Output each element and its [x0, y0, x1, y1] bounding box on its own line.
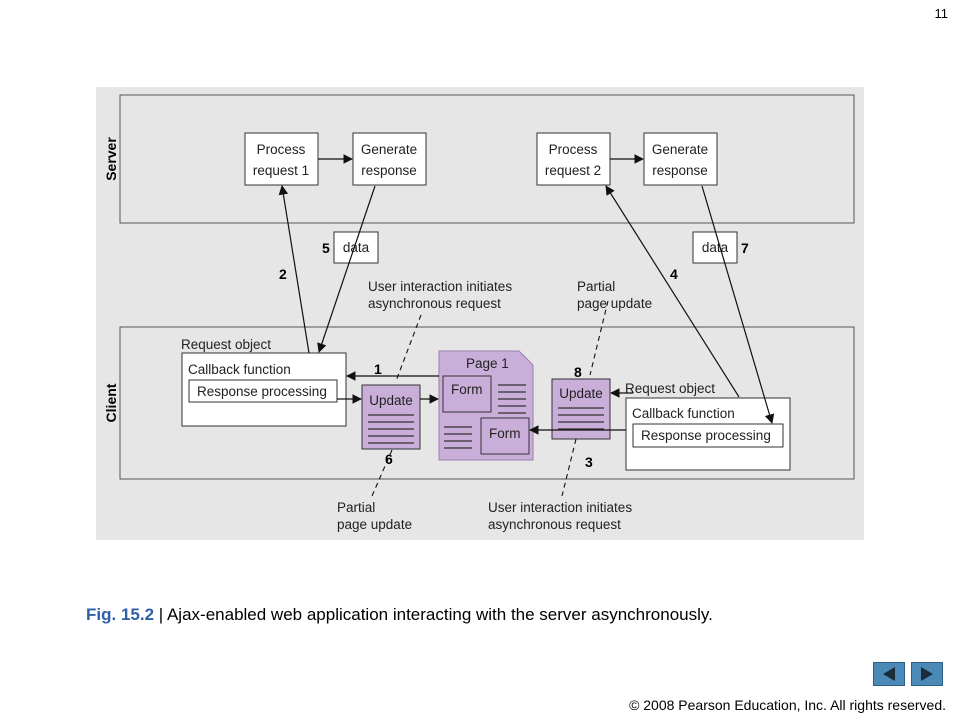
arrow-4-request-to-process2: [605, 185, 740, 398]
process-request-2-line1: Process: [549, 142, 598, 157]
annotation-top-left-line1: User interaction initiates: [368, 279, 512, 294]
caption-text: Ajax-enabled web application interacting…: [166, 605, 713, 624]
data-box-left-label: data: [343, 240, 370, 255]
step-1-number: 1: [374, 361, 382, 377]
triangle-right-icon: [921, 667, 933, 681]
annotation-top-right-line2: page update: [577, 296, 652, 311]
response-processing-2-label: Response processing: [641, 428, 771, 443]
process-request-1-line2: request 1: [253, 163, 309, 178]
generate-response-2-line1: Generate: [652, 142, 708, 157]
previous-slide-button[interactable]: [873, 662, 905, 686]
response-processing-1-label: Response processing: [197, 384, 327, 399]
step-8-number: 8: [574, 364, 582, 380]
arrow-2-request-to-process1: [278, 185, 310, 354]
data-box-left: [333, 231, 379, 264]
slide-number: 11: [934, 6, 949, 21]
form-top-box: [442, 375, 492, 413]
data-box-right-label: data: [702, 240, 729, 255]
triangle-left-icon: [883, 667, 895, 681]
figure-number: Fig. 15.2: [86, 605, 155, 624]
step-3-number: 3: [585, 454, 593, 470]
update-right-label: Update: [559, 386, 603, 401]
step-4-number: 4: [670, 266, 678, 282]
leader-bottom-right: [561, 438, 577, 497]
next-slide-button[interactable]: [911, 662, 943, 686]
annotation-bottom-left-line2: page update: [337, 517, 412, 532]
step-7-number: 7: [741, 240, 749, 256]
update-left-lines: [368, 414, 414, 444]
process-request-1-box: [244, 132, 319, 186]
update-left-label: Update: [369, 393, 413, 408]
generate-response-1-box: [352, 132, 427, 186]
page-1-label: Page 1: [466, 356, 509, 371]
caption-separator: |: [154, 605, 167, 624]
generate-response-2-line2: response: [652, 163, 708, 178]
ajax-diagram: Server Client Process request 1 Generate…: [96, 87, 864, 540]
form-bottom-box: [480, 417, 530, 455]
annotation-bottom-right-line2: asynchronous request: [488, 517, 621, 532]
update-right-lines: [558, 407, 604, 430]
step-6-number: 6: [385, 451, 393, 467]
leader-top-left: [395, 314, 422, 382]
generate-response-2-box: [643, 132, 718, 186]
figure-caption: Fig. 15.2 | Ajax-enabled web application…: [86, 605, 946, 625]
callback-function-1-label: Callback function: [188, 362, 291, 377]
process-request-1-line1: Process: [257, 142, 306, 157]
step-5-number: 5: [322, 240, 330, 256]
arrow-7-generate2-to-response: [701, 185, 775, 424]
form-top-label: Form: [451, 382, 483, 397]
response-processing-2-box: [632, 423, 784, 448]
step-2-number: 2: [279, 266, 287, 282]
response-processing-1-box: [188, 379, 338, 403]
annotation-top-left-line2: asynchronous request: [368, 296, 501, 311]
annotation-bottom-left-line1: Partial: [337, 500, 375, 515]
process-request-2-line2: request 2: [545, 163, 601, 178]
form-bottom-label: Form: [489, 426, 521, 441]
server-label: Server: [103, 137, 119, 181]
copyright-notice: © 2008 Pearson Education, Inc. All right…: [629, 697, 946, 713]
annotation-bottom-right-line1: User interaction initiates: [488, 500, 632, 515]
callback-function-2-label: Callback function: [632, 406, 735, 421]
annotation-top-right-line1: Partial: [577, 279, 615, 294]
request-object-2-label: Request object: [625, 381, 715, 396]
server-region: [119, 94, 855, 224]
update-left-box: [361, 384, 421, 450]
page-1-lines: [444, 384, 526, 449]
client-label: Client: [103, 383, 119, 422]
generate-response-1-line1: Generate: [361, 142, 417, 157]
generate-response-1-line2: response: [361, 163, 417, 178]
arrow-5-generate1-to-callback: [317, 185, 376, 353]
leader-top-right: [589, 300, 609, 376]
request-object-1-label: Request object: [181, 337, 271, 352]
